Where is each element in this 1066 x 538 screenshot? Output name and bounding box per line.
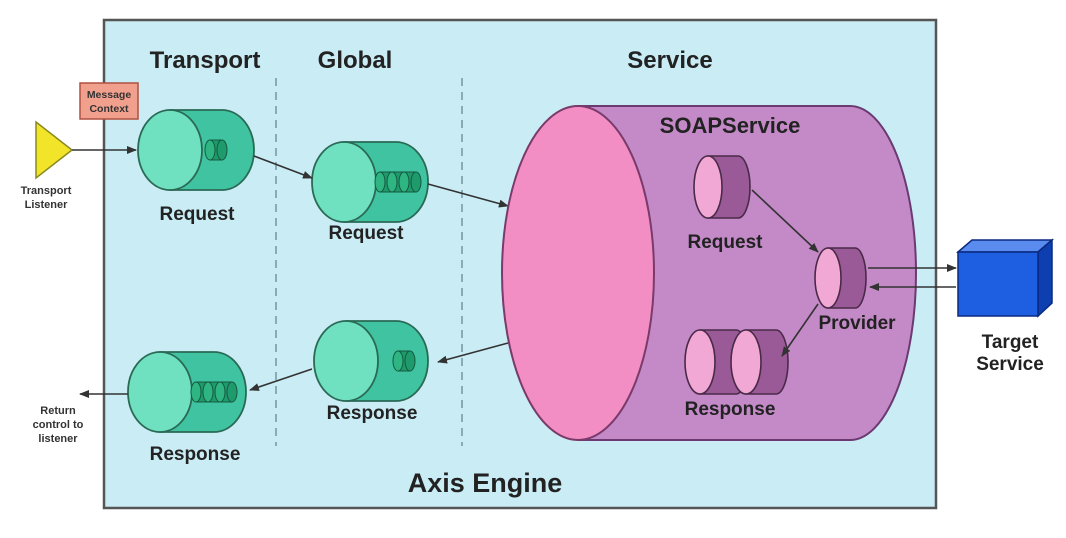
handler-icon bbox=[190, 381, 238, 403]
transport-listener-icon bbox=[35, 120, 74, 180]
provider-handler bbox=[814, 247, 867, 309]
return-control-line1: Return bbox=[40, 405, 76, 417]
global-response-label: Response bbox=[327, 403, 418, 424]
global-response-chain bbox=[313, 320, 429, 402]
transport-request-label: Request bbox=[160, 204, 236, 225]
axis-engine-label: Axis Engine bbox=[408, 468, 563, 498]
soap-service-cylinder bbox=[501, 105, 917, 441]
global-request-to-service-arrow bbox=[427, 183, 509, 208]
request-to-provider-arrow bbox=[751, 189, 819, 253]
soap-request-handler bbox=[693, 155, 751, 219]
return-control-line3: listener bbox=[38, 433, 78, 445]
global-to-transport-response-arrow bbox=[249, 368, 313, 391]
transport-response-label: Response bbox=[150, 444, 241, 465]
transport-listener: Transport Listener bbox=[21, 120, 74, 211]
soap-response-label: Response bbox=[685, 399, 776, 420]
transport-request-chain bbox=[137, 109, 255, 191]
target-service-line1: Target bbox=[982, 332, 1039, 353]
handler-icon bbox=[392, 350, 416, 372]
soap-response-handler bbox=[684, 329, 789, 395]
handler-icon bbox=[204, 139, 228, 161]
global-request-label: Request bbox=[329, 223, 405, 244]
section-global-label: Global bbox=[318, 47, 393, 74]
return-control-line2: control to bbox=[33, 419, 84, 431]
soap-request-label: Request bbox=[688, 232, 764, 253]
section-service-label: Service bbox=[627, 47, 712, 74]
message-context-line2: Context bbox=[89, 103, 129, 115]
message-context-line1: Message bbox=[87, 89, 132, 101]
transport-to-global-request-arrow bbox=[253, 155, 313, 179]
handler-icon bbox=[374, 171, 422, 193]
section-transport-label: Transport bbox=[150, 47, 261, 74]
target-service-cube-icon bbox=[955, 238, 1055, 318]
service-to-global-response-arrow bbox=[437, 342, 509, 364]
provider-to-response-arrow bbox=[781, 303, 819, 357]
target-service-line2: Service bbox=[976, 354, 1044, 375]
transport-listener-line1: Transport bbox=[21, 185, 72, 197]
transport-listener-line2: Listener bbox=[25, 199, 69, 211]
soap-service-title: SOAPService bbox=[660, 113, 801, 138]
transport-response-chain bbox=[127, 351, 247, 433]
message-context-box: Message Context bbox=[79, 82, 139, 120]
provider-label: Provider bbox=[818, 313, 896, 334]
global-request-chain bbox=[311, 141, 429, 223]
